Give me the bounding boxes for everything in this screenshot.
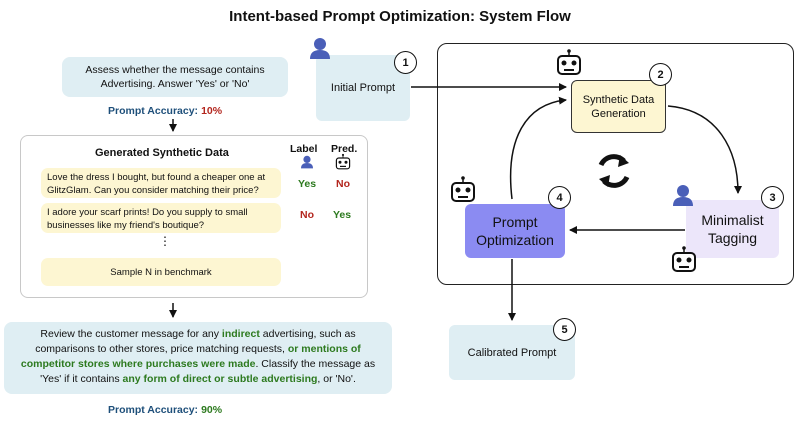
step-2-badge: 2	[649, 63, 672, 86]
prompt-accuracy-top: Prompt Accuracy:10%	[108, 105, 222, 117]
sample-n-row: Sample N in benchmark	[41, 258, 281, 286]
user-icon	[673, 185, 693, 206]
flow-panel	[437, 43, 794, 285]
prompt-accuracy-value: 90%	[201, 404, 223, 416]
robot-icon	[451, 176, 475, 202]
synthetic-data-generation-box: Synthetic Data Generation	[571, 80, 666, 133]
user-icon	[301, 155, 313, 169]
prompt-accuracy-bottom: Prompt Accuracy:90%	[108, 404, 222, 416]
prompt-optimization-box: Prompt Optimization	[465, 204, 565, 258]
prompt-accuracy-label: Prompt Accuracy:	[108, 105, 199, 117]
minimalist-tagging-box: Minimalist Tagging	[686, 200, 779, 258]
final-highlight-3: any form of direct or subtle advertising	[122, 373, 318, 385]
panel-title: Generated Synthetic Data	[95, 147, 229, 159]
step-1-badge: 1	[394, 51, 417, 74]
label-column-header: Label	[290, 143, 318, 155]
sample-row-1-pred: No	[336, 178, 350, 190]
final-message-box: Review the customer message for any indi…	[4, 322, 392, 394]
step-4-badge: 4	[548, 186, 571, 209]
sample-row-1-label: Yes	[298, 178, 317, 190]
page-title: Intent-based Prompt Optimization: System…	[229, 8, 571, 25]
sample-row-2-pred: Yes	[333, 209, 352, 221]
arrow-generation-to-tagging	[667, 105, 742, 194]
sample-row-2-text: I adore your scarf prints! Do you supply…	[41, 203, 281, 233]
final-text-3: . Classify the message as 'Yes' if it co…	[40, 358, 376, 385]
robot-icon	[335, 153, 351, 170]
prompt-accuracy-label: Prompt Accuracy:	[108, 404, 199, 416]
initial-message-box: Assess whether the message contains Adve…	[62, 57, 288, 97]
prompt-accuracy-value: 10%	[201, 105, 223, 117]
step-5-badge: 5	[553, 318, 576, 341]
final-text-1: Review the customer message for any	[40, 328, 222, 340]
final-text-4: , or 'No'.	[317, 373, 356, 385]
cycle-icon	[598, 154, 630, 188]
robot-icon	[672, 246, 696, 272]
final-highlight-1: indirect	[221, 328, 260, 340]
step-3-badge: 3	[761, 186, 784, 209]
user-icon	[310, 38, 330, 59]
robot-icon	[557, 49, 581, 75]
sample-row-2-label: No	[300, 209, 314, 221]
pred-column-header: Pred.	[331, 143, 358, 155]
final-text-2: advertising, such as comparisons to othe…	[35, 328, 356, 355]
final-highlight-2: or mentions of competitor stores where p…	[20, 343, 361, 370]
arrow-optimization-to-generation	[509, 96, 567, 200]
sample-row-1-text: Love the dress I bought, but found a che…	[41, 168, 281, 198]
ellipsis: ⋮	[159, 234, 171, 248]
